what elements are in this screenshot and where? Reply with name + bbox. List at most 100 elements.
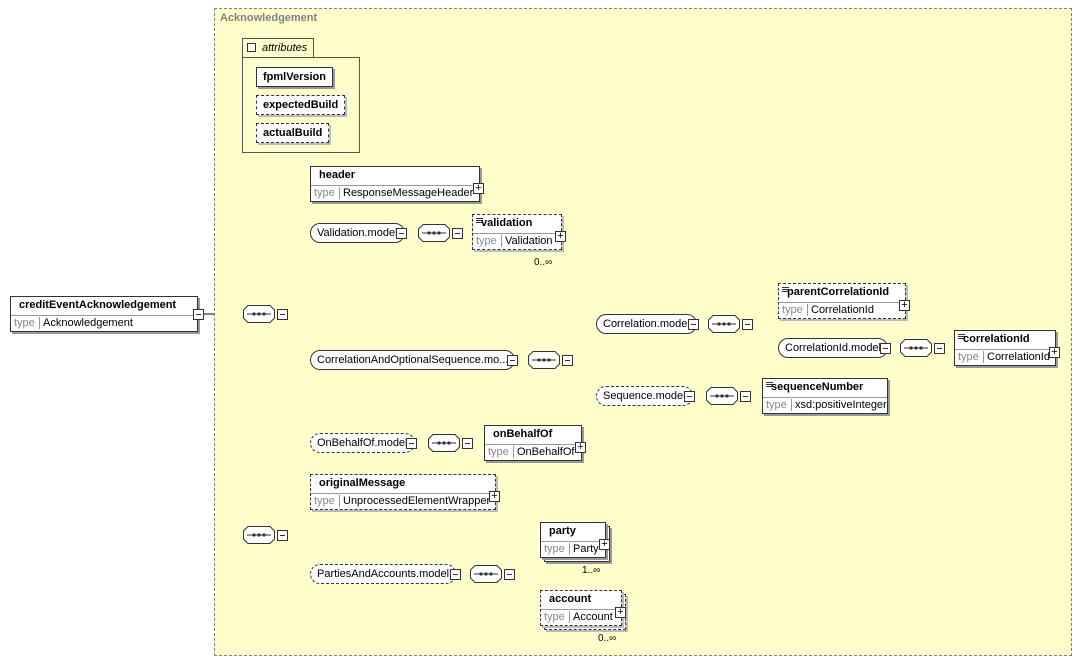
- collapse-button[interactable]: [450, 569, 461, 580]
- expand-icon[interactable]: +: [599, 539, 610, 550]
- cardinality-account: 0..∞: [598, 633, 617, 644]
- collapse-button[interactable]: [934, 343, 945, 354]
- sequence-icon: [243, 526, 275, 544]
- element-validation[interactable]: validation type Validation +: [472, 214, 566, 250]
- sequence-icon: [706, 387, 738, 405]
- expand-icon[interactable]: +: [489, 491, 500, 502]
- group-title: Acknowledgement: [220, 12, 318, 24]
- type-value: Account: [569, 611, 613, 623]
- model-validation[interactable]: Validation.model: [310, 223, 405, 243]
- type-value: UnprocessedElementWrapper: [339, 495, 490, 507]
- element-name: parentCorrelationId: [787, 286, 890, 298]
- type-label: type: [782, 304, 803, 316]
- element-parentcorrelationid[interactable]: parentCorrelationId type CorrelationId +: [778, 283, 910, 319]
- type-label: type: [488, 446, 509, 458]
- sequence-icon: [708, 315, 740, 333]
- element-name: account: [549, 593, 592, 605]
- collapse-button[interactable]: [742, 319, 753, 330]
- collapse-button[interactable]: [462, 438, 473, 449]
- documentation-icon: [958, 334, 965, 342]
- collapse-button[interactable]: [452, 228, 463, 239]
- model-correlation-and-optional-sequence[interactable]: CorrelationAndOptionalSequence.mo...: [310, 350, 516, 370]
- model-correlation[interactable]: Correlation.model: [596, 314, 697, 334]
- type-label: type: [314, 187, 335, 199]
- collapse-button[interactable]: [193, 309, 204, 320]
- attributes-tab[interactable]: attributes: [242, 38, 314, 57]
- sequence-compositor-correlationid[interactable]: [900, 339, 945, 357]
- sequence-compositor-sequence[interactable]: [706, 387, 751, 405]
- sequence-compositor-parties[interactable]: [470, 565, 515, 583]
- sequence-icon: [528, 351, 560, 369]
- collapse-button[interactable]: [504, 569, 515, 580]
- cardinality-validation: 0..∞: [534, 257, 553, 268]
- sequence-icon: [418, 224, 450, 242]
- type-value: Party: [569, 543, 599, 555]
- expand-icon[interactable]: +: [555, 231, 566, 242]
- collapse-button[interactable]: [740, 391, 751, 402]
- sequence-compositor-correlation-seq[interactable]: [528, 351, 573, 369]
- type-label: type: [14, 317, 35, 329]
- element-account[interactable]: account type Account +: [540, 590, 626, 626]
- collapse-button[interactable]: [562, 355, 573, 366]
- minus-icon[interactable]: [247, 43, 256, 52]
- type-value: Validation: [501, 235, 553, 247]
- sequence-icon: [243, 305, 275, 323]
- sequence-compositor-validation[interactable]: [418, 224, 463, 242]
- element-name: header: [319, 169, 356, 181]
- attributes-tab-label: attributes: [262, 42, 308, 54]
- cardinality-party: 1..∞: [582, 565, 601, 576]
- collapse-button[interactable]: [277, 309, 288, 320]
- sequence-icon: [470, 565, 502, 583]
- element-party[interactable]: party type Party +: [540, 522, 610, 558]
- element-header[interactable]: header type ResponseMessageHeader +: [310, 166, 484, 202]
- expand-icon[interactable]: +: [473, 183, 484, 194]
- type-label: type: [958, 351, 979, 363]
- element-name: sequenceNumber: [771, 381, 864, 393]
- sequence-compositor-2[interactable]: [243, 526, 288, 544]
- sequence-compositor-1[interactable]: [243, 305, 288, 323]
- element-name: originalMessage: [319, 477, 406, 489]
- collapse-button[interactable]: [684, 391, 695, 402]
- root-element[interactable]: creditEventAcknowledgement type Acknowled…: [10, 296, 198, 332]
- collapse-button[interactable]: [507, 355, 518, 366]
- documentation-icon: [782, 287, 789, 295]
- documentation-icon: [766, 382, 773, 390]
- element-onbehalfof[interactable]: onBehalfOf type OnBehalfOf +: [484, 425, 586, 461]
- type-value: ResponseMessageHeader: [339, 187, 473, 199]
- collapse-button[interactable]: [880, 343, 891, 354]
- attribute-expectedbuild[interactable]: expectedBuild: [256, 95, 346, 115]
- type-value: CorrelationId: [807, 304, 874, 316]
- sequence-icon: [428, 434, 460, 452]
- model-onbehalfof[interactable]: OnBehalfOf.model: [310, 433, 415, 453]
- type-label: type: [544, 543, 565, 555]
- attribute-actualbuild[interactable]: actualBuild: [256, 123, 330, 143]
- expand-icon[interactable]: +: [1049, 347, 1060, 358]
- type-value: OnBehalfOf: [513, 446, 574, 458]
- collapse-button[interactable]: [406, 438, 417, 449]
- collapse-button[interactable]: [277, 530, 288, 541]
- model-correlationid[interactable]: CorrelationId.model: [778, 338, 888, 358]
- element-name: creditEventAcknowledgement: [19, 299, 177, 311]
- type-label: type: [476, 235, 497, 247]
- type-value: CorrelationId: [983, 351, 1050, 363]
- element-name: party: [549, 525, 576, 537]
- element-name: onBehalfOf: [493, 428, 553, 440]
- documentation-icon: [476, 218, 483, 226]
- collapse-button[interactable]: [396, 228, 407, 239]
- collapse-button[interactable]: [688, 319, 699, 330]
- model-parties-and-accounts[interactable]: PartiesAndAccounts.model: [310, 564, 457, 584]
- expand-icon[interactable]: +: [575, 442, 586, 453]
- element-name: validation: [481, 217, 533, 229]
- model-sequence[interactable]: Sequence.model: [596, 386, 693, 406]
- expand-icon[interactable]: +: [615, 607, 626, 618]
- type-value: Acknowledgement: [39, 317, 133, 329]
- expand-icon[interactable]: +: [899, 300, 910, 311]
- attribute-fpmlversion[interactable]: fpmlVersion: [256, 67, 333, 87]
- type-label: type: [544, 611, 565, 623]
- type-label: type: [766, 399, 787, 411]
- sequence-compositor-onbehalfof[interactable]: [428, 434, 473, 452]
- sequence-compositor-correlation[interactable]: [708, 315, 753, 333]
